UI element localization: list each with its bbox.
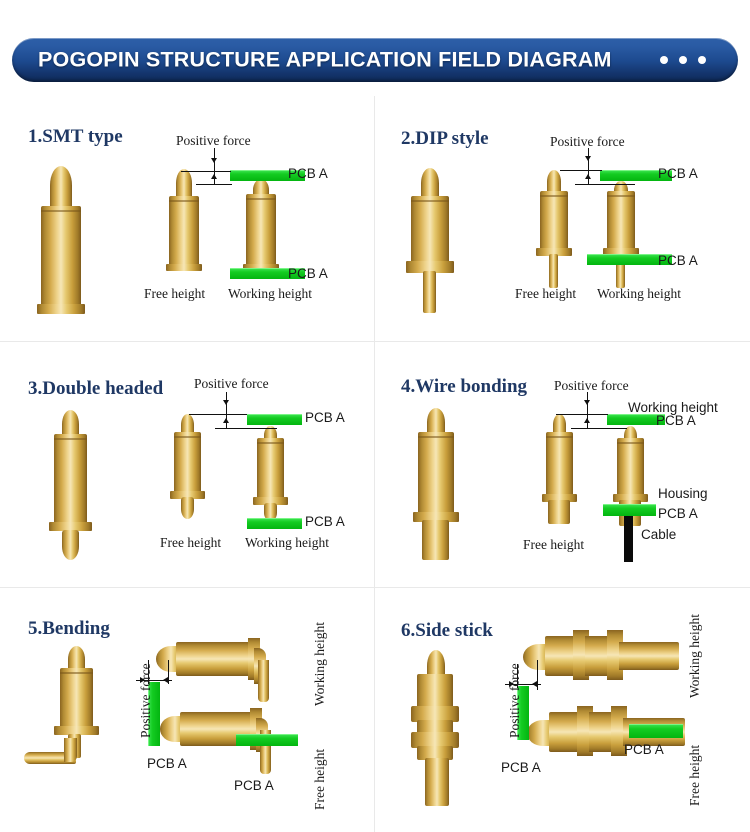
label-positive-force: Positive force xyxy=(507,663,522,738)
label-pcb-right: PCB A xyxy=(624,742,664,757)
label-pcb-top: PCB A xyxy=(288,166,328,181)
pcb-board-bottom xyxy=(230,268,305,279)
label-cable: Cable xyxy=(641,527,677,542)
pcb-board-bottom xyxy=(603,504,656,516)
dimension-arrow-stem xyxy=(214,148,215,184)
dot-icon xyxy=(698,56,706,64)
header-dots-decoration xyxy=(660,56,706,64)
pcb-board-bottom xyxy=(247,518,302,529)
pcb-board-top xyxy=(607,414,665,425)
label-pcb-left: PCB A xyxy=(147,756,187,771)
grid-divider-horizontal xyxy=(0,341,750,342)
arrow-up-icon xyxy=(585,174,591,179)
label-pcb-right: PCB A xyxy=(234,778,274,793)
panel-dip-style: 2.DIP style xyxy=(375,96,750,341)
arrow-left-icon xyxy=(532,681,537,687)
arrow-down-icon xyxy=(584,400,590,405)
dimension-line-lower xyxy=(215,428,277,429)
pcb-board-left xyxy=(517,686,529,740)
label-positive-force: Positive force xyxy=(138,663,153,738)
label-positive-force: Positive force xyxy=(194,376,269,391)
arrow-down-icon xyxy=(223,400,229,405)
arrow-up-icon xyxy=(223,418,229,423)
dimension-line-lower xyxy=(196,184,232,185)
label-pcb-top: PCB A xyxy=(305,410,345,425)
panel-title: 5.Bending xyxy=(28,618,110,639)
panel-smt-type: 1.SMT type xyxy=(0,96,375,341)
dimension-line-lower xyxy=(575,184,635,185)
label-free-height: Free height xyxy=(523,537,585,552)
label-housing: Housing xyxy=(658,486,708,501)
label-working-height: Working height xyxy=(597,286,682,301)
dimension-arrow-stem xyxy=(587,392,588,428)
label-free-height: Free height xyxy=(312,748,327,810)
label-pcb-bottom: PCB A xyxy=(305,514,345,529)
label-pcb-top: PCB A xyxy=(658,166,698,181)
panel-title: 3.Double headed xyxy=(28,378,164,399)
pcb-board-top xyxy=(247,414,302,425)
dot-icon xyxy=(660,56,668,64)
arrow-up-icon xyxy=(211,174,217,179)
arrow-right-icon xyxy=(140,677,145,683)
label-positive-force: Positive force xyxy=(554,378,629,393)
label-free-height: Free height xyxy=(515,286,577,301)
pcb-board-right xyxy=(236,734,298,746)
dimension-line-right xyxy=(168,660,169,684)
panel-title: 6.Side stick xyxy=(401,620,493,641)
arrow-left-icon xyxy=(163,677,168,683)
dimension-line-upper xyxy=(189,414,247,415)
dimension-line-left xyxy=(517,664,518,688)
label-free-height: Free height xyxy=(144,286,206,301)
label-pcb-bottom: PCB A xyxy=(658,253,698,268)
label-free-height: Free height xyxy=(160,535,222,550)
label-positive-force: Positive force xyxy=(176,133,251,148)
label-working-height: Working height xyxy=(687,613,702,698)
dimension-line-upper xyxy=(560,170,602,171)
header-pill-background xyxy=(12,38,738,82)
pcb-board-left xyxy=(148,682,160,746)
label-positive-force: Positive force xyxy=(550,134,625,149)
grid-divider-vertical xyxy=(374,96,375,832)
dimension-line-left xyxy=(148,660,149,684)
label-pcb-top: PCB A xyxy=(656,413,696,428)
label-working-height: Working height xyxy=(228,286,313,301)
arrow-up-icon xyxy=(584,418,590,423)
dimension-line-arrow xyxy=(136,680,172,681)
dimension-line-right xyxy=(537,660,538,690)
label-pcb-bottom: PCB A xyxy=(288,266,328,281)
label-free-height: Free height xyxy=(687,744,702,806)
panel-side-stick: 6.Side stick xyxy=(375,588,750,832)
label-pcb-bottom: PCB A xyxy=(658,506,698,521)
dot-icon xyxy=(679,56,687,64)
arrow-down-icon xyxy=(211,158,217,163)
panel-double-headed: 3.Double headed xyxy=(0,342,375,587)
arrow-down-icon xyxy=(585,156,591,161)
label-working-height: Working height xyxy=(628,400,718,415)
panel-grid: 1.SMT type xyxy=(0,96,750,832)
panel-title: 2.DIP style xyxy=(401,128,489,149)
pcb-board-top xyxy=(230,170,305,181)
panel-bending: 5.Bending xyxy=(0,588,375,832)
cable-wire xyxy=(624,512,633,562)
grid-divider-horizontal xyxy=(0,587,750,588)
panel-wire-bonding: 4.Wire bonding xyxy=(375,342,750,587)
label-pcb-left: PCB A xyxy=(501,760,541,775)
dimension-arrow-stem xyxy=(588,148,589,184)
dimension-arrow-stem xyxy=(226,392,227,428)
panel-title: 4.Wire bonding xyxy=(401,376,528,397)
pcb-board-top xyxy=(600,170,672,181)
dimension-line-upper xyxy=(556,414,608,415)
dimension-line-arrow xyxy=(505,684,541,685)
pcb-board-bottom xyxy=(587,254,672,265)
page-header: POGOPIN STRUCTURE APPLICATION FIELD DIAG… xyxy=(12,38,738,82)
pcb-board-right xyxy=(629,724,683,738)
page-title: POGOPIN STRUCTURE APPLICATION FIELD DIAG… xyxy=(38,47,612,72)
dimension-line-lower xyxy=(571,428,627,429)
arrow-right-icon xyxy=(509,681,514,687)
label-working-height: Working height xyxy=(312,621,327,706)
panel-title: 1.SMT type xyxy=(28,126,123,147)
label-working-height: Working height xyxy=(245,535,330,550)
dimension-line-upper xyxy=(181,171,231,172)
